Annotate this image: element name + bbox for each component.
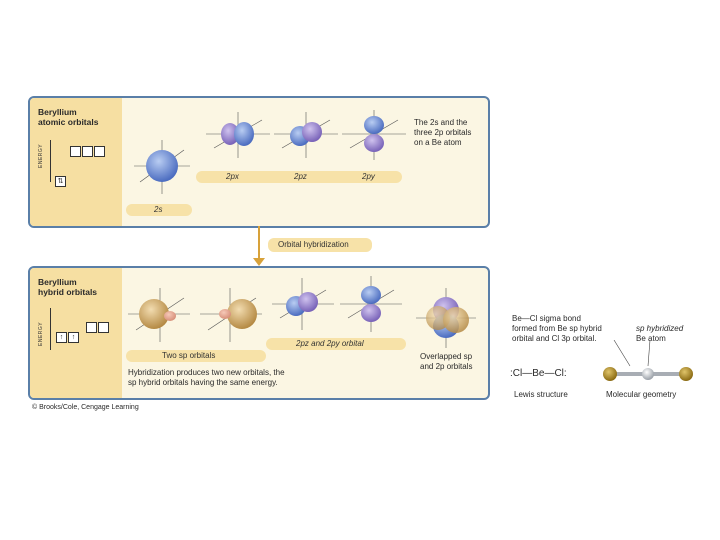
hybrid-title-2: hybrid orbitals <box>38 287 98 297</box>
cl-atom-right <box>679 367 693 381</box>
sp-box-1: ↑ <box>56 332 67 343</box>
hybrid-note-2: Be atom <box>636 334 666 343</box>
2py-orbital <box>342 110 406 160</box>
p-box-1 <box>86 322 97 333</box>
label-2pz: 2pz <box>294 172 307 181</box>
sp-orbital-2 <box>200 288 262 342</box>
geometry-label: Molecular geometry <box>606 390 677 399</box>
hybrid-caption-1: Hybridization produces two new orbitals,… <box>128 368 285 377</box>
hybrid-caption-2: sp hybrid orbitals having the same energ… <box>128 378 278 387</box>
label-2px: 2px <box>226 172 239 181</box>
lewis-label: Lewis structure <box>514 390 568 399</box>
bond-note-1: Be—Cl sigma bond <box>512 314 581 323</box>
2s-label-strip: 2s <box>126 204 192 216</box>
hybridization-label: Orbital hybridization <box>268 238 372 252</box>
atomic-sidebar <box>30 98 122 226</box>
overlap-label-1: Overlapped sp <box>420 352 473 361</box>
2p-box-2 <box>82 146 93 157</box>
label-2py: 2py <box>362 172 375 181</box>
2p-label-strip: 2px 2pz 2py <box>196 171 402 183</box>
atomic-note-3: on a Be atom <box>414 138 462 147</box>
2pz-orbital <box>274 112 338 158</box>
atomic-title-2: atomic orbitals <box>38 117 99 127</box>
atomic-orbitals-panel: Beryllium atomic orbitals ENERGY ⇅ <box>28 96 490 228</box>
energy-axis <box>50 140 51 182</box>
2s-box: ⇅ <box>55 176 66 187</box>
atomic-note-1: The 2s and the <box>414 118 468 127</box>
overlapped-orbitals <box>416 288 476 348</box>
atomic-title-1: Beryllium <box>38 107 77 117</box>
cl-atom-left <box>603 367 617 381</box>
hybrid-orbitals-panel: Beryllium hybrid orbitals ENERGY ↑ ↑ <box>28 266 490 400</box>
hybrid-orbital-figures <box>128 276 476 348</box>
arrow-head <box>253 258 265 266</box>
overlap-label-2: and 2p orbitals <box>420 362 473 371</box>
atomic-note-2: three 2p orbitals <box>414 128 472 137</box>
hybrid-note-1: sp hybridized <box>636 324 684 333</box>
hybrid-2py-orbital <box>340 276 402 332</box>
bond-note-2: formed from Be sp hybrid <box>512 324 602 333</box>
sp-label-strip: Two sp orbitals <box>126 350 266 362</box>
label-2s: 2s <box>154 205 163 214</box>
copyright: © Brooks/Cole, Cengage Learning <box>32 404 139 411</box>
label-two-sp: Two sp orbitals <box>162 351 216 360</box>
2p-box-3 <box>94 146 105 157</box>
sp-orbital-1 <box>128 288 190 342</box>
hybridization-arrow <box>258 226 260 260</box>
bond-note-3: orbital and Cl 3p orbital. <box>512 334 597 343</box>
hybrid-title-1: Beryllium <box>38 277 77 287</box>
sp-box-2: ↑ <box>68 332 79 343</box>
2p-box-1 <box>70 146 81 157</box>
label-2pz-2py: 2pz and 2py orbital <box>296 339 364 348</box>
lewis-structure: :Cl—Be—Cl: <box>510 368 567 379</box>
atomic-orbital-figures <box>134 110 406 194</box>
p-box-2 <box>98 322 109 333</box>
be-atom <box>642 368 654 380</box>
molecular-geometry <box>603 340 693 381</box>
2s-orbital <box>134 140 190 194</box>
2p-hybrid-label-strip: 2pz and 2py orbital <box>266 338 406 350</box>
hybrid-energy-axis <box>50 308 51 350</box>
2px-orbital <box>206 112 270 158</box>
hybrid-2pz-orbital <box>272 278 334 330</box>
